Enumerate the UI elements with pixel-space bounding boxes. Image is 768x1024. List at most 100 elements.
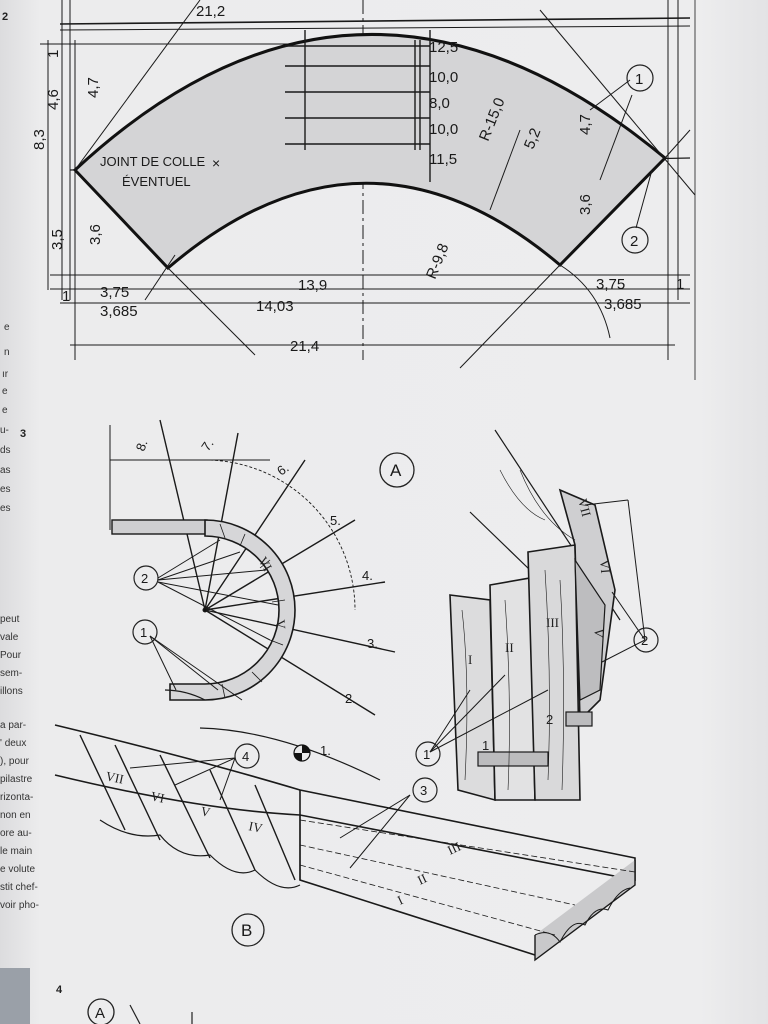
- isometric-staves-drawing: [429, 429, 646, 802]
- callout-circle-1: [626, 64, 654, 92]
- stack-lines: [285, 30, 431, 182]
- board-staves: [79, 734, 296, 881]
- stack-8-0: 8,0: [429, 95, 450, 112]
- callout-1c-text: 1: [423, 747, 430, 762]
- construction-line: [74, 0, 201, 171]
- svg-text:e: e: [2, 386, 8, 397]
- wood-grain: [461, 469, 576, 791]
- dim-5-2: 5,2: [521, 126, 545, 152]
- callout-circle-2b: [133, 565, 159, 591]
- stave-side: [574, 557, 606, 701]
- side-text-upper: e n ır e e u- ds as es es: [0, 322, 11, 514]
- svg-text:e volute: e volute: [0, 864, 35, 875]
- callout-1-text: 1: [635, 71, 643, 88]
- ray-label-3: 3.: [367, 636, 378, 651]
- ray-label-4: 4.: [362, 568, 373, 583]
- svg-text:illons: illons: [0, 686, 23, 697]
- dim-8-3: 8,3: [31, 129, 48, 150]
- dim-3-685-left: 3,685: [100, 303, 138, 320]
- dim-14-03: 14,03: [256, 298, 294, 315]
- segment-shape: [72, 32, 668, 271]
- ray-label-5: 5.: [330, 513, 341, 528]
- dim-4-7-left: 4,7: [85, 77, 102, 98]
- iso-leaders: [429, 499, 646, 753]
- dim-1-top-left: 1: [45, 50, 62, 58]
- handrail-ring: [169, 519, 296, 701]
- svg-text:peut: peut: [0, 614, 20, 625]
- stave-i: [449, 594, 496, 802]
- joint-block-lower: [477, 751, 549, 767]
- view-label-b: B: [241, 921, 252, 940]
- svg-text:ore au-: ore au-: [0, 828, 32, 839]
- leader-line: [599, 94, 633, 181]
- ray-label-2: 2.: [345, 691, 356, 706]
- construction-line: [664, 129, 691, 159]
- callout-circle-2c: [633, 627, 659, 653]
- stave-label-iii: III: [546, 615, 559, 630]
- svg-text:le main: le main: [0, 846, 32, 857]
- dim-4-6: 4,6: [45, 89, 62, 110]
- callout-2c-text: 2: [641, 633, 648, 648]
- rays: [159, 419, 396, 781]
- bottom-partial: A: [0, 968, 193, 1024]
- svg-text:vale: vale: [0, 632, 19, 643]
- ray-label-7: 7.: [198, 436, 217, 453]
- board-roman-iii: III: [445, 839, 463, 858]
- leader-line: [635, 169, 653, 229]
- svg-text:non en: non en: [0, 810, 31, 821]
- svg-text:es: es: [0, 484, 11, 495]
- dim-3-6-right: 3,6: [577, 194, 594, 215]
- stave-label-ii: II: [505, 640, 514, 655]
- board-labels: VII VI V IV III II I 4 3 B: [104, 743, 463, 947]
- joint-block-right: [565, 711, 593, 727]
- stave-ii: [489, 577, 536, 801]
- svg-text:), pour: ), pour: [0, 756, 30, 767]
- ray-label-1: 1.: [320, 743, 331, 758]
- construction-line: [459, 264, 561, 369]
- dim-1-left: 1: [62, 288, 70, 305]
- svg-text:rizonta-: rizonta-: [0, 792, 33, 803]
- callout-3-text: 3: [420, 783, 427, 798]
- dim-21-2: 21,2: [196, 3, 225, 20]
- view-label-a2: A: [95, 1005, 105, 1022]
- joint-label-line1: JOINT DE COLLE: [100, 154, 206, 169]
- callout-4-text: 4: [242, 749, 249, 764]
- top-reference-line-2: [59, 25, 691, 31]
- stack-10-0b: 10,0: [429, 121, 458, 138]
- svg-text:pilastre: pilastre: [0, 774, 33, 785]
- stack-11-5: 11,5: [429, 151, 457, 168]
- callout-circle-1b: [132, 619, 158, 645]
- svg-text:e: e: [4, 322, 10, 333]
- ring-roman-v: V: [273, 619, 289, 630]
- leader-line: [589, 79, 631, 111]
- callout-circle-3: [412, 777, 438, 803]
- construction-arc: [559, 264, 611, 339]
- segment-drawing: [40, 0, 696, 380]
- svg-text:e: e: [2, 405, 8, 416]
- side-roman-vi: VI: [597, 559, 613, 574]
- stack-10-0: 10,0: [429, 69, 458, 86]
- handrail-straight: [111, 519, 208, 535]
- board-drawing: [54, 724, 636, 962]
- side-roman-vii: VII: [575, 497, 594, 518]
- dim-4-7-right: 4,7: [577, 114, 594, 135]
- board-roman-i: I: [395, 892, 405, 907]
- dim-3-75-left: 3,75: [100, 284, 129, 301]
- svg-text:voir pho-: voir pho-: [0, 900, 39, 911]
- svg-text:stit chef-: stit chef-: [0, 882, 38, 893]
- origin-marker-fill: [294, 745, 310, 761]
- ray-label-6: 6.: [274, 460, 291, 479]
- plan-view-drawing: [109, 419, 396, 781]
- callout-1b-text: 1: [140, 625, 147, 640]
- callout-circle-2: [621, 226, 649, 254]
- mark-2: 2: [546, 712, 553, 727]
- construction-line: [539, 9, 696, 196]
- dim-13-9: 13,9: [298, 277, 327, 294]
- dim-5-2-line: [489, 129, 521, 211]
- stave-label-i: I: [468, 652, 472, 667]
- stave-iii: [527, 544, 581, 801]
- construction-line: [144, 254, 176, 301]
- photo-edge: [0, 968, 30, 1024]
